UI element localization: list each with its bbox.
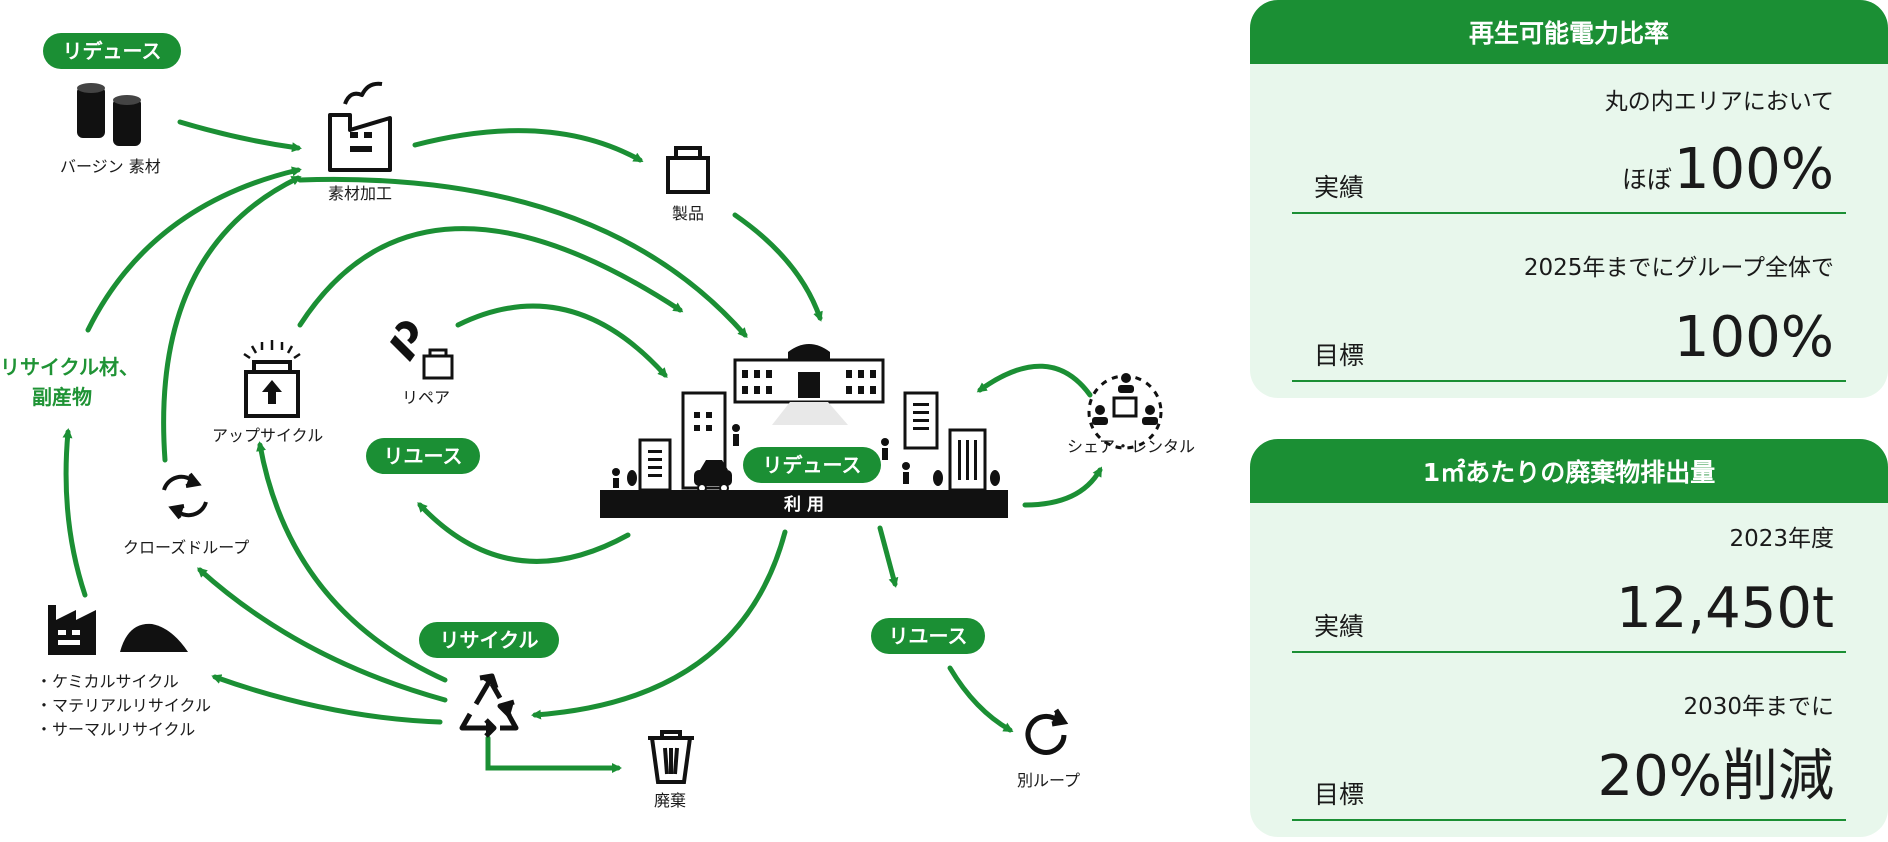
upcycle-box-icon (243, 340, 301, 418)
waste-target-value: 20%削減 (1597, 744, 1834, 809)
waste-target-sub: 2030年までに (1683, 694, 1834, 720)
label-upcycle: アップサイクル (212, 426, 323, 445)
arrow-processing-to-product (412, 128, 644, 163)
renewable-target-value: 100% (1673, 305, 1834, 370)
city-icon (600, 344, 1008, 518)
arrow-recycle-to-chemical (211, 674, 443, 725)
label-byproduct: 副産物 (32, 385, 92, 409)
waste-actual-kind: 実績 (1314, 612, 1365, 641)
label-virgin: バージン 素材 (60, 157, 161, 176)
label-thermal-recycle: ・サーマルリサイクル (36, 720, 195, 739)
arrow-use-to-share (1022, 466, 1103, 508)
loop-icon (162, 472, 208, 520)
label-repair: リペア (402, 388, 450, 407)
label-closed-loop: クローズドループ (123, 538, 249, 557)
arrow-reuse-to-other-loop (947, 665, 1014, 733)
svg-text:リサイクル: リサイクル (440, 628, 539, 652)
wrench-icon (390, 321, 418, 362)
label-share-rental: シェア・レンタル (1067, 437, 1195, 456)
label-product: 製品 (672, 204, 704, 223)
arrow-chemical-to-recycled (62, 428, 88, 598)
renewable-target-kind: 目標 (1314, 341, 1365, 370)
waste-actual-value: 12,450t (1616, 576, 1834, 641)
arrow-closed-to-processing (161, 175, 302, 463)
arrow-recycled-to-processing (85, 166, 302, 333)
arrow-recycle-to-disposal (485, 735, 622, 773)
waste-panel-title: 1㎡あたりの廃棄物排出量 (1250, 439, 1888, 503)
waste-actual-row: 2023年度 実績 12,450t (1292, 481, 1846, 653)
share-people-icon (1087, 373, 1163, 450)
renewable-actual-row: 丸の内エリアにおいて 実績 ほぼ100% (1292, 42, 1846, 214)
waste-panel: 1㎡あたりの廃棄物排出量 2023年度 実績 12,450t 2030年までに … (1250, 439, 1888, 837)
tag-reuse-right: リユース (871, 618, 985, 654)
arrow-product-to-use (732, 212, 823, 322)
renewable-actual-kind: 実績 (1314, 173, 1365, 202)
arrow-use-to-reuse-left (417, 502, 631, 564)
tag-reduce-top: リデュース (43, 33, 181, 69)
arrow-repair-to-use (455, 303, 668, 378)
renewable-actual-prefix: ほぼ (1621, 165, 1672, 194)
tag-reduce-center: リデュース (743, 447, 881, 483)
label-use: 利 用 (784, 494, 824, 515)
product-box-icon (666, 146, 710, 194)
refresh-icon (1025, 708, 1069, 755)
arrow-use-to-recycle (531, 529, 788, 720)
factory-icon (328, 81, 392, 172)
label-chemical-cycle: ・ケミカルサイクル (36, 672, 179, 691)
pile-icon (120, 623, 188, 652)
barrels-icon (77, 83, 141, 146)
waste-actual-sub: 2023年度 (1729, 526, 1834, 552)
label-recycled-material: リサイクル材、 (0, 355, 139, 379)
waste-target-row: 2030年までに 目標 20%削減 (1292, 649, 1846, 821)
label-disposal: 廃棄 (654, 791, 686, 810)
arrow-upcycle-to-use (297, 226, 684, 328)
waste-target-kind: 目標 (1314, 780, 1365, 809)
label-processing: 素材加工 (328, 184, 392, 203)
renewable-panel: 再生可能電力比率 丸の内エリアにおいて 実績 ほぼ100% 2025年までにグル… (1250, 0, 1888, 398)
arrow-virgin-to-processing (177, 119, 302, 153)
tag-reuse-left: リユース (366, 438, 480, 474)
svg-text:リデュース: リデュース (63, 39, 162, 63)
svg-text:リユース: リユース (384, 444, 463, 468)
renewable-actual-sub: 丸の内エリアにおいて (1604, 89, 1834, 115)
svg-text:リユース: リユース (889, 624, 968, 648)
trash-icon (648, 730, 694, 784)
arrow-use-to-reuse-right (877, 525, 899, 588)
renewable-panel-title: 再生可能電力比率 (1250, 0, 1888, 64)
factory-small-icon (48, 605, 96, 655)
label-material-recycle: ・マテリアルリサイクル (36, 696, 211, 715)
renewable-actual-value: 100% (1673, 137, 1834, 202)
renewable-target-row: 2025年までにグループ全体で 目標 100% (1292, 210, 1846, 382)
flow-arrows (62, 119, 1103, 773)
renewable-target-sub: 2025年までにグループ全体で (1523, 255, 1834, 281)
svg-text:リデュース: リデュース (763, 453, 862, 477)
tag-recycle: リサイクル (419, 622, 559, 658)
arrow-processing-to-use (297, 176, 748, 339)
arrow-recycle-to-closed (197, 567, 448, 703)
label-other-loop: 別ループ (1017, 771, 1080, 790)
arrow-recycle-to-upcycle (256, 441, 448, 683)
renewable-actual-value-wrap: ほぼ100% (1622, 142, 1834, 198)
small-box-icon (422, 348, 454, 380)
arrow-share-to-use (976, 363, 1093, 398)
recycle-icon (459, 673, 519, 738)
